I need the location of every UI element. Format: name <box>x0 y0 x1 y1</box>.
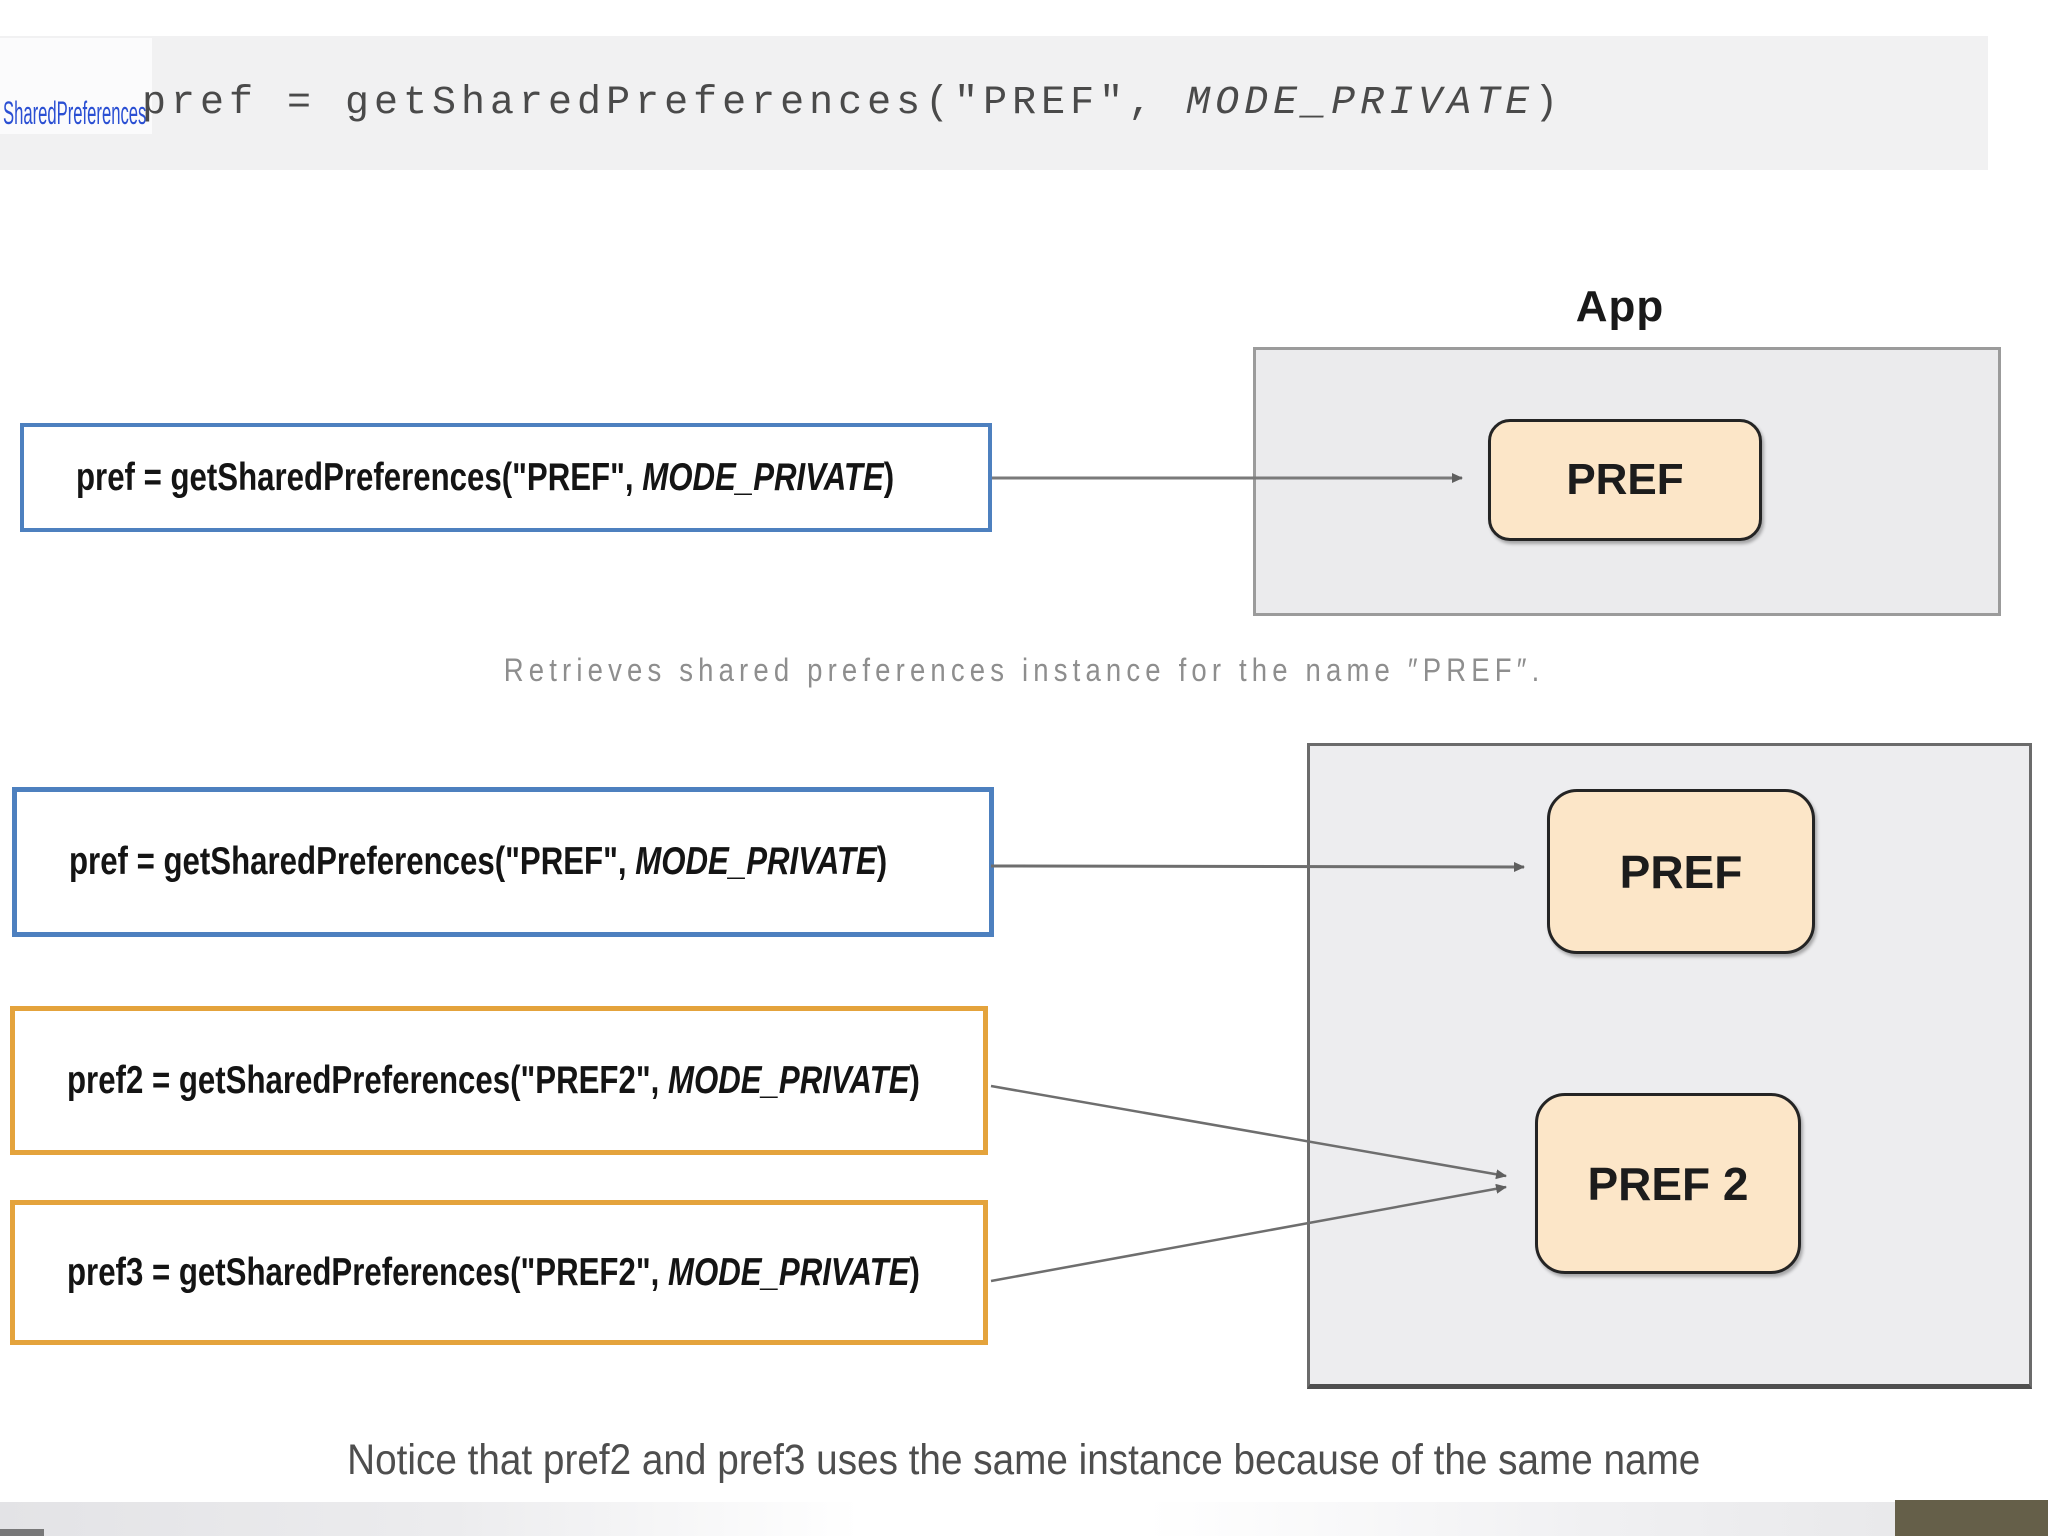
bottom-left-mark <box>0 1529 44 1536</box>
call-code-pref-dup-mode: MODE_PRIVATE <box>635 840 877 883</box>
call-code-pref-dup: pref = getSharedPreferences("PREF", MODE… <box>69 840 887 884</box>
header-code-suffix: ) <box>1534 80 1564 126</box>
call-code-pref-mode: MODE_PRIVATE <box>642 455 884 499</box>
app-title: App <box>1575 282 1665 331</box>
call-code-pref2-mode: MODE_PRIVATE <box>667 1058 910 1102</box>
caption-text: Retrieves shared preferences instance fo… <box>503 652 1545 688</box>
call-code-pref3: pref3 = getSharedPreferences("PREF2", MO… <box>67 1251 920 1295</box>
call-code-pref2-suffix: ) <box>909 1058 920 1102</box>
header-code-mode: MODE_PRIVATE <box>1186 80 1535 126</box>
call-code-pref-dup-prefix: pref = getSharedPreferences("PREF", <box>69 840 636 883</box>
call-code-pref-prefix: pref = getSharedPreferences("PREF", <box>76 455 643 499</box>
bottom-strip <box>0 1502 2048 1536</box>
notice-text: Notice that pref2 and pref3 uses the sam… <box>347 1436 1701 1484</box>
header-code-line: pref = getSharedPreferences("PREF", MODE… <box>142 36 1563 170</box>
caption-row: Retrieves shared preferences instance fo… <box>0 652 2048 689</box>
call-box-pref-dup: pref = getSharedPreferences("PREF", MODE… <box>12 787 994 937</box>
call-code-pref-suffix: ) <box>883 455 895 499</box>
call-code-pref2: pref2 = getSharedPreferences("PREF2", MO… <box>67 1059 920 1103</box>
call-code-pref3-suffix: ) <box>909 1250 920 1294</box>
pref-node-2: PREF <box>1547 789 1815 954</box>
call-box-pref3: pref3 = getSharedPreferences("PREF2", MO… <box>10 1200 988 1345</box>
pref2-node: PREF 2 <box>1535 1093 1801 1274</box>
call-code-pref3-mode: MODE_PRIVATE <box>667 1250 910 1294</box>
call-code-pref3-prefix: pref3 = getSharedPreferences("PREF2", <box>67 1250 668 1294</box>
call-box-pref2: pref2 = getSharedPreferences("PREF2", MO… <box>10 1006 988 1155</box>
call-code-pref-dup-suffix: ) <box>876 840 888 883</box>
pref-node-1: PREF <box>1488 419 1762 541</box>
shared-preferences-chip: SharedPreferences <box>0 38 152 134</box>
header-code-prefix: pref = getSharedPreferences("PREF", <box>142 80 1187 126</box>
notice-row: Notice that pref2 and pref3 uses the sam… <box>0 1436 2048 1485</box>
call-code-pref: pref = getSharedPreferences("PREF", MODE… <box>76 456 894 500</box>
call-box-pref: pref = getSharedPreferences("PREF", MODE… <box>20 423 992 532</box>
bottom-right-block <box>1895 1500 2048 1536</box>
shared-preferences-label: SharedPreferences <box>3 95 147 131</box>
call-code-pref2-prefix: pref2 = getSharedPreferences("PREF2", <box>67 1058 668 1102</box>
code-header-bar: SharedPreferences pref = getSharedPrefer… <box>0 36 1988 170</box>
